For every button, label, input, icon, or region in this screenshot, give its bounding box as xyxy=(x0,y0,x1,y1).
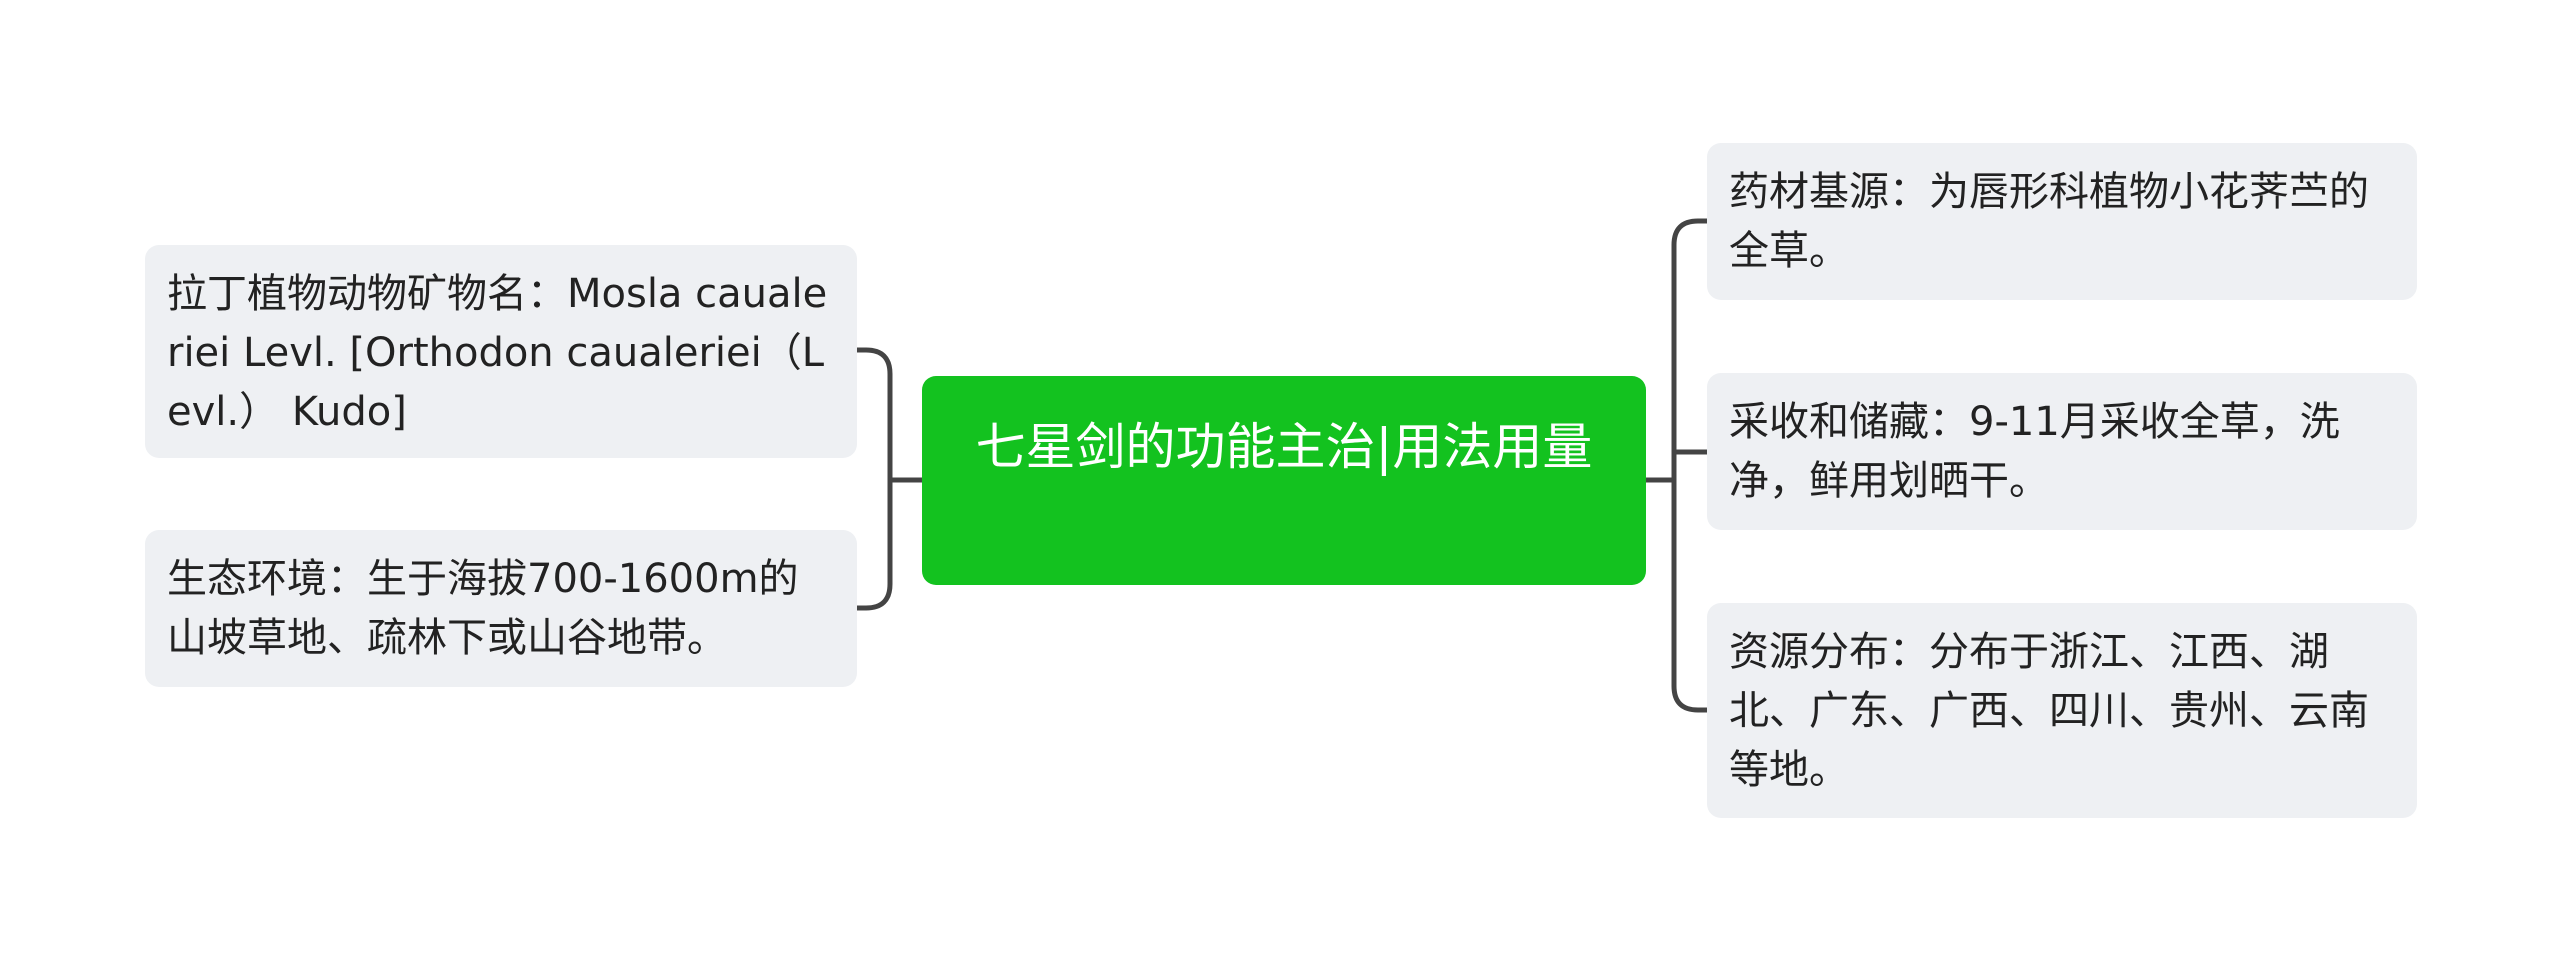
topic-harvest-storage-text: 采收和储藏：9-11月采收全草，洗净，鲜用划晒干。 xyxy=(1729,399,2340,504)
topic-harvest-storage[interactable]: 采收和储藏：9-11月采收全草，洗净，鲜用划晒干。 xyxy=(1707,373,2417,530)
topic-habitat-text: 生态环境：生于海拔700-1600m的山坡草地、疏林下或山谷地带。 xyxy=(167,556,799,661)
connector-right-3 xyxy=(1671,477,1710,713)
central-topic[interactable]: 七星剑的功能主治|用法用量 xyxy=(922,376,1646,585)
topic-latin-name[interactable]: 拉丁植物动物矿物名：Mosla caualeriei Levl. [Orthod… xyxy=(145,245,857,458)
connector-right-2 xyxy=(1671,449,1710,483)
connector-right-1 xyxy=(1671,218,1710,483)
connector-left-2 xyxy=(854,477,893,611)
topic-habitat[interactable]: 生态环境：生于海拔700-1600m的山坡草地、疏林下或山谷地带。 xyxy=(145,530,857,687)
topic-distribution-text: 资源分布：分布于浙江、江西、湖北、广东、广西、四川、贵州、云南等地。 xyxy=(1729,629,2369,793)
connector-left-1 xyxy=(854,347,893,483)
topic-herb-source-text: 药材基源：为唇形科植物小花荠苎的全草。 xyxy=(1729,169,2369,274)
topic-herb-source[interactable]: 药材基源：为唇形科植物小花荠苎的全草。 xyxy=(1707,143,2417,300)
topic-latin-name-text: 拉丁植物动物矿物名：Mosla caualeriei Levl. [Orthod… xyxy=(167,271,828,435)
central-topic-title: 七星剑的功能主治|用法用量 xyxy=(975,418,1593,476)
topic-distribution[interactable]: 资源分布：分布于浙江、江西、湖北、广东、广西、四川、贵州、云南等地。 xyxy=(1707,603,2417,818)
